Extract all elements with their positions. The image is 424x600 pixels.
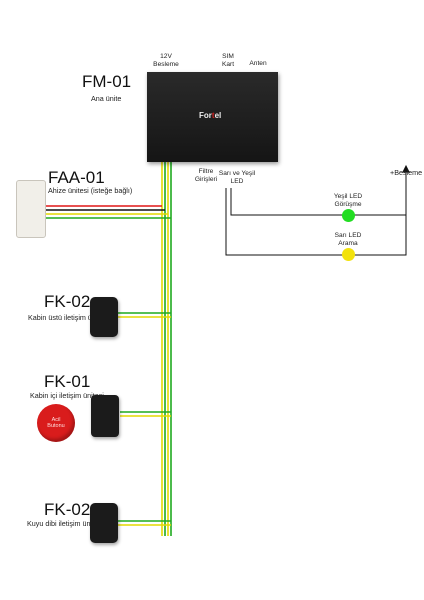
yellow-led <box>342 248 355 261</box>
sim-label: SIM Kart <box>221 53 235 68</box>
antenna-label: Anten <box>249 60 267 67</box>
yellow-led-label: Sarı LED Arama <box>334 232 362 247</box>
faa01-subtitle: Ahize ünitesi (isteğe bağlı) <box>48 186 133 195</box>
fk02-top-wires <box>118 312 171 318</box>
fm01-subtitle: Ana ünite <box>91 94 122 103</box>
fk02-bottom-subtitle: Kuyu dibi iletişim ünitesi <box>27 519 104 528</box>
fk02-bottom-wires <box>118 520 171 526</box>
brand-logo: Fortel <box>199 111 222 120</box>
green-led <box>342 209 355 222</box>
fk01-wires <box>120 411 171 417</box>
emergency-button: Acil Butonu <box>37 404 75 442</box>
fk01-subtitle: Kabin içi iletişim ünitesi <box>30 391 104 400</box>
green-led-label: Yeşil LED Görüşme <box>333 193 363 208</box>
power-label: 12V Besleme <box>153 53 179 68</box>
fk02-top-title: FK-02 <box>44 292 91 311</box>
fk02-top-device <box>90 297 118 337</box>
fk02-bottom-device <box>90 503 118 543</box>
fk02-bottom-title: FK-02 <box>44 500 91 519</box>
led-outputs-label: Sarı ve Yeşil LED <box>218 170 256 185</box>
fm01-title: FM-01 <box>82 72 132 91</box>
filter-inputs-label: Filtre Girişleri <box>194 168 218 183</box>
bus-wires <box>161 160 172 536</box>
faa01-title: FAA-01 <box>48 168 105 187</box>
handset-unit <box>16 180 46 238</box>
led-circuit <box>225 164 410 256</box>
fk01-title: FK-01 <box>44 372 91 391</box>
fk02-top-subtitle: Kabin üstü iletişim ünitesi <box>28 313 109 322</box>
power-supply-label: +Besleme <box>390 168 423 177</box>
fk01-device <box>91 395 119 437</box>
faa01-wires <box>44 205 171 219</box>
main-unit: Fortel <box>147 72 278 162</box>
